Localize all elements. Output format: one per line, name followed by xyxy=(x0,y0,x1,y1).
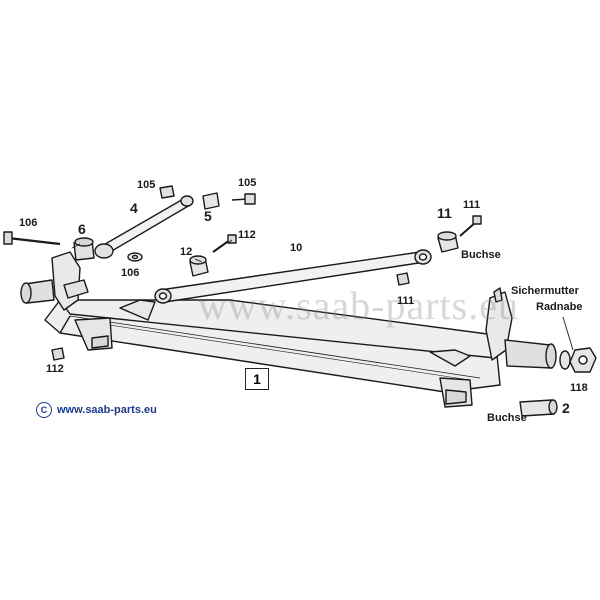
axle-beam xyxy=(44,299,501,408)
nut-118 xyxy=(559,347,597,373)
label-106-right: 106 xyxy=(121,267,140,279)
label-112-top: 112 xyxy=(238,229,256,241)
label-112-bottom: 112 xyxy=(46,363,64,375)
right-stub-axle xyxy=(485,287,557,369)
bushing-6 xyxy=(73,237,95,261)
left-stub-axle xyxy=(20,251,89,311)
label-10: 10 xyxy=(290,242,303,254)
label-12: 12 xyxy=(180,246,193,258)
label-6: 6 xyxy=(78,221,86,237)
bushing-5 xyxy=(202,192,220,210)
copyright-text: www.saab-parts.eu xyxy=(57,404,157,416)
label-radnabe: Radnabe xyxy=(536,301,583,313)
label-111-top: 111 xyxy=(463,199,481,211)
label-buchse-top: Buchse xyxy=(461,249,501,261)
label-5: 5 xyxy=(204,208,212,224)
copyright-notice: C www.saab-parts.eu xyxy=(36,402,157,418)
bolt-111-top xyxy=(459,215,482,237)
copyright-icon: C xyxy=(36,402,52,418)
bolt-106-left xyxy=(3,231,61,246)
link-rod-10 xyxy=(154,249,432,304)
label-111-bottom: 111 xyxy=(397,295,415,307)
label-2: 2 xyxy=(562,400,570,416)
label-105-right: 105 xyxy=(238,177,257,189)
link-rod-4 xyxy=(94,195,194,259)
label-buchse-bottom: Buchse xyxy=(487,412,527,424)
nut-111-bottom xyxy=(396,272,410,286)
bushing-12 xyxy=(189,255,209,277)
label-105-left: 105 xyxy=(137,179,156,191)
bushing-2 xyxy=(519,399,558,417)
nut-112-bottom xyxy=(51,347,65,361)
bolt-105-right xyxy=(231,193,256,205)
label-sichermutter: Sichermutter xyxy=(511,285,579,297)
main-part-label: 1 xyxy=(245,368,269,390)
nut-105-left xyxy=(159,185,175,199)
washer-106 xyxy=(127,252,143,262)
watermark: www.saab-parts.eu xyxy=(198,283,519,328)
label-118: 118 xyxy=(570,382,588,394)
label-106-left: 106 xyxy=(19,217,38,229)
bolt-112-top xyxy=(212,234,237,253)
label-11: 11 xyxy=(437,205,452,221)
label-4: 4 xyxy=(130,200,138,216)
bushing-11 xyxy=(437,231,459,253)
